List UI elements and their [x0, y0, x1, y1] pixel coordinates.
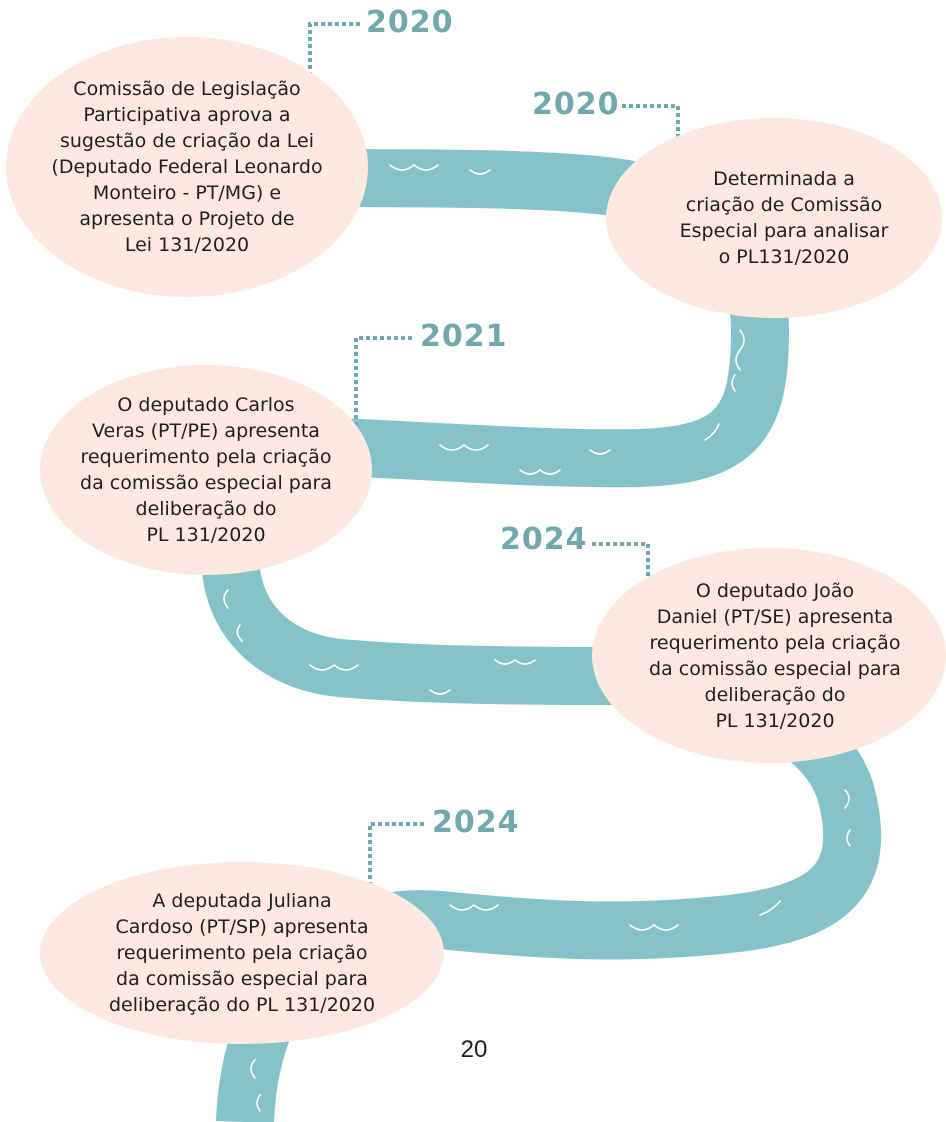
year-label-3: 2021 — [420, 319, 508, 354]
wave-squiggle — [704, 423, 720, 441]
timeline-text-1: Comissão de Legislação Participativa apr… — [51, 78, 323, 256]
wave-squiggle — [589, 449, 611, 455]
wave-squiggle — [389, 163, 439, 171]
wave-squiggle — [469, 169, 491, 175]
wave-squiggle — [236, 624, 243, 642]
timeline-text-3: O deputado Carlos Veras (PT/PE) apresent… — [80, 394, 332, 546]
timeline-bubble-3: O deputado Carlos Veras (PT/PE) apresent… — [40, 365, 372, 575]
wave-squiggle — [250, 1059, 256, 1079]
dotted-connector — [368, 822, 424, 900]
dotted-connector — [592, 542, 650, 590]
timeline-bubble-2: Determinada a criação de Comissão Especi… — [606, 118, 942, 318]
wave-squiggle — [256, 1094, 261, 1112]
year-label-5: 2024 — [432, 805, 520, 840]
wave-squiggle — [449, 903, 499, 911]
wave-squiggle — [735, 329, 745, 371]
wave-squiggle — [629, 923, 679, 931]
wave-squiggle — [844, 789, 850, 809]
wave-squiggle — [309, 663, 359, 671]
wave-squiggle — [519, 468, 561, 475]
wave-squiggle — [223, 589, 229, 609]
dotted-connector — [308, 22, 360, 80]
wave-squiggle — [731, 374, 736, 392]
wave-squiggle — [439, 443, 489, 451]
timeline-text-4: O deputado João Daniel (PT/SE) apresenta… — [649, 579, 901, 732]
dotted-connector — [354, 336, 412, 438]
year-label-1: 2020 — [366, 5, 454, 40]
wave-squiggle — [429, 689, 451, 695]
page-number: 20 — [460, 1036, 488, 1063]
year-label-2: 2020 — [532, 87, 620, 122]
wave-squiggle — [846, 829, 851, 847]
wave-squiggle — [759, 900, 781, 916]
timeline-bubble-5: A deputada Juliana Cardoso (PT/SP) apres… — [40, 862, 444, 1044]
timeline-text-5: A deputada Juliana Cardoso (PT/SP) apres… — [108, 890, 376, 1016]
timeline-bubble-4: O deputado João Daniel (PT/SE) apresenta… — [592, 548, 946, 763]
wave-squiggle — [494, 658, 536, 665]
timeline-bubble-1: Comissão de Legislação Participativa apr… — [6, 37, 368, 297]
timeline-text-2: Determinada a criação de Comissão Especi… — [679, 168, 889, 268]
year-label-4: 2024 — [500, 522, 588, 557]
